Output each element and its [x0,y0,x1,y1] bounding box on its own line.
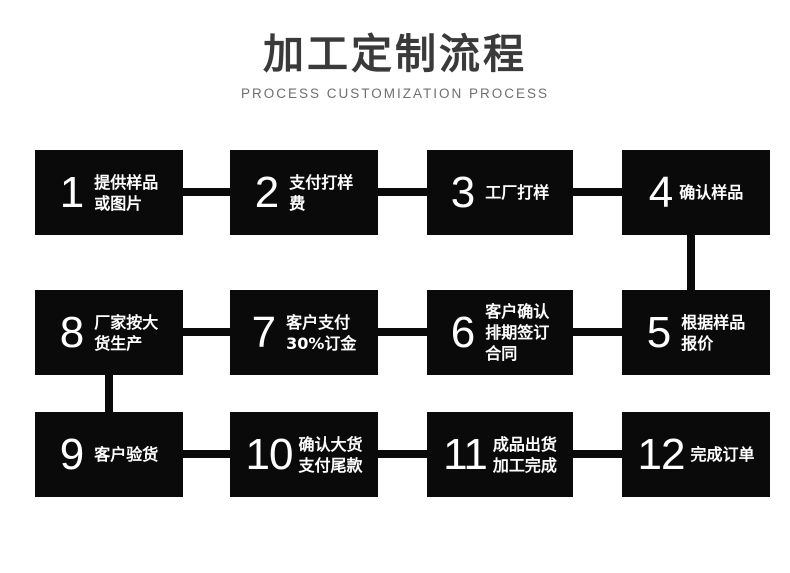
flow-step-1-number: 1 [59,167,85,217]
flow-step-11-label: 成品出货 加工完成 [492,434,557,475]
flow-step-3-number: 3 [450,167,476,217]
flow-step-3[interactable]: 3 工厂打样 [427,150,573,235]
flow-step-4-number: 4 [648,167,674,217]
flow-step-8-number: 8 [59,307,85,357]
flow-step-4[interactable]: 4 确认样品 [622,150,770,235]
flow-step-9-label: 客户验货 [94,445,159,464]
flow-step-6[interactable]: 6 客户确认 排期签订 合同 [427,290,573,375]
flow-step-5[interactable]: 5 根据样品 报价 [622,290,770,375]
flow-step-10[interactable]: 10 确认大货 支付尾款 [230,412,378,497]
header: 加工定制流程 PROCESS CUSTOMIZATION PROCESS [0,28,790,101]
connector-4-to-5 [687,235,695,290]
flow-step-9-number: 9 [59,429,85,479]
connector-7-to-8 [183,328,230,336]
connector-10-to-11 [378,450,427,458]
connector-3-to-4 [573,188,622,196]
flow-step-6-label: 客户确认 排期签订 合同 [485,302,550,363]
connector-11-to-12 [573,450,622,458]
connector-5-to-6 [573,328,622,336]
connector-8-to-9 [105,375,113,412]
flow-step-2-number: 2 [254,167,280,217]
flow-step-4-label: 确认样品 [679,183,744,202]
page-subtitle: PROCESS CUSTOMIZATION PROCESS [240,86,550,101]
flow-step-1[interactable]: 1 提供样品 或图片 [35,150,183,235]
flow-step-10-number: 10 [245,429,294,479]
flow-step-5-number: 5 [646,307,672,357]
connector-6-to-7 [378,328,427,336]
connector-1-to-2 [183,188,230,196]
flow-step-11-number: 11 [443,429,488,479]
flow-step-12-number: 12 [637,429,686,479]
flow-step-5-label: 根据样品 报价 [681,312,746,353]
flow-step-1-label: 提供样品 或图片 [94,172,159,213]
flow-step-3-label: 工厂打样 [485,183,550,202]
connector-9-to-10 [183,450,230,458]
flow-step-6-number: 6 [450,307,476,357]
flow-step-12[interactable]: 12 完成订单 [622,412,770,497]
flow-step-9[interactable]: 9 客户验货 [35,412,183,497]
flow-step-8-label: 厂家按大 货生产 [94,312,159,353]
flow-step-10-label: 确认大货 支付尾款 [298,434,363,475]
page-title: 加工定制流程 [263,30,527,78]
flow-step-7[interactable]: 7 客户支付 30%订金 [230,290,378,375]
flow-step-12-label: 完成订单 [690,445,755,464]
flow-step-2-label: 支付打样 费 [289,172,354,213]
flow-step-2[interactable]: 2 支付打样 费 [230,150,378,235]
flow-step-11[interactable]: 11 成品出货 加工完成 [427,412,573,497]
connector-2-to-3 [378,188,427,196]
flow-step-8[interactable]: 8 厂家按大 货生产 [35,290,183,375]
flow-step-7-label: 客户支付 30%订金 [286,312,357,353]
flow-step-7-number: 7 [251,307,277,357]
